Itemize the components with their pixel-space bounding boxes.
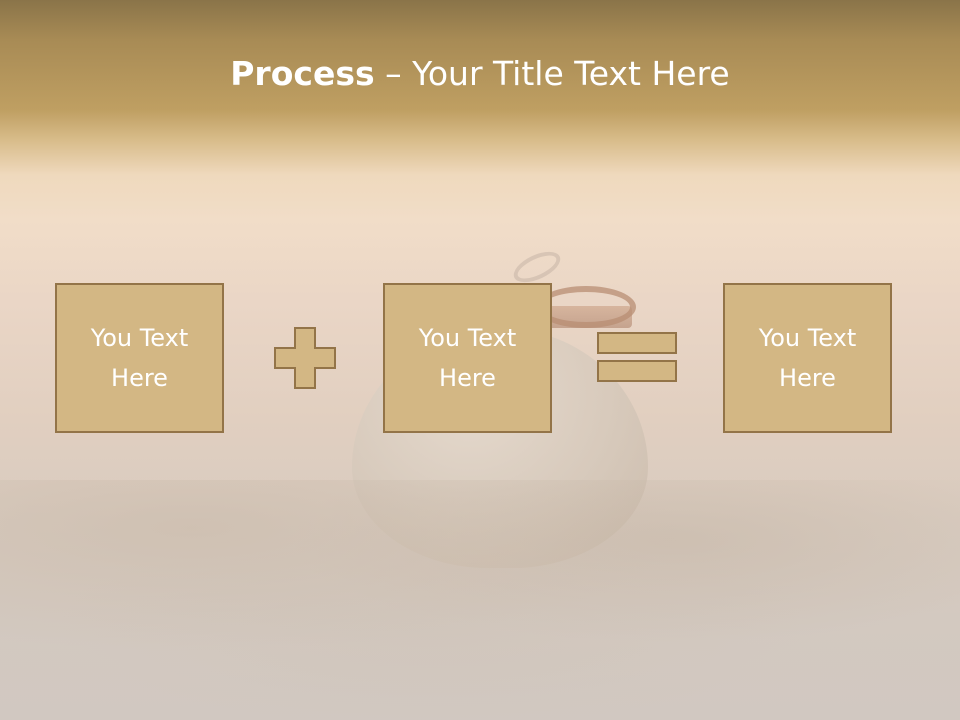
process-box-1-text: You Text Here <box>90 324 189 392</box>
slide-title-rest: – Your Title Text Here <box>374 54 730 93</box>
process-box-2: You Text Here <box>383 283 552 433</box>
background-clouds <box>0 480 960 720</box>
process-box-3-text: You Text Here <box>758 324 857 392</box>
process-box-2-text: You Text Here <box>418 324 517 392</box>
process-box-3: You Text Here <box>723 283 892 433</box>
background-small-ring <box>509 245 565 289</box>
plus-icon <box>273 326 337 394</box>
slide-title: Process – Your Title Text Here <box>0 52 960 96</box>
equals-icon <box>596 331 678 389</box>
slide-title-strong: Process <box>230 54 375 93</box>
process-box-1: You Text Here <box>55 283 224 433</box>
